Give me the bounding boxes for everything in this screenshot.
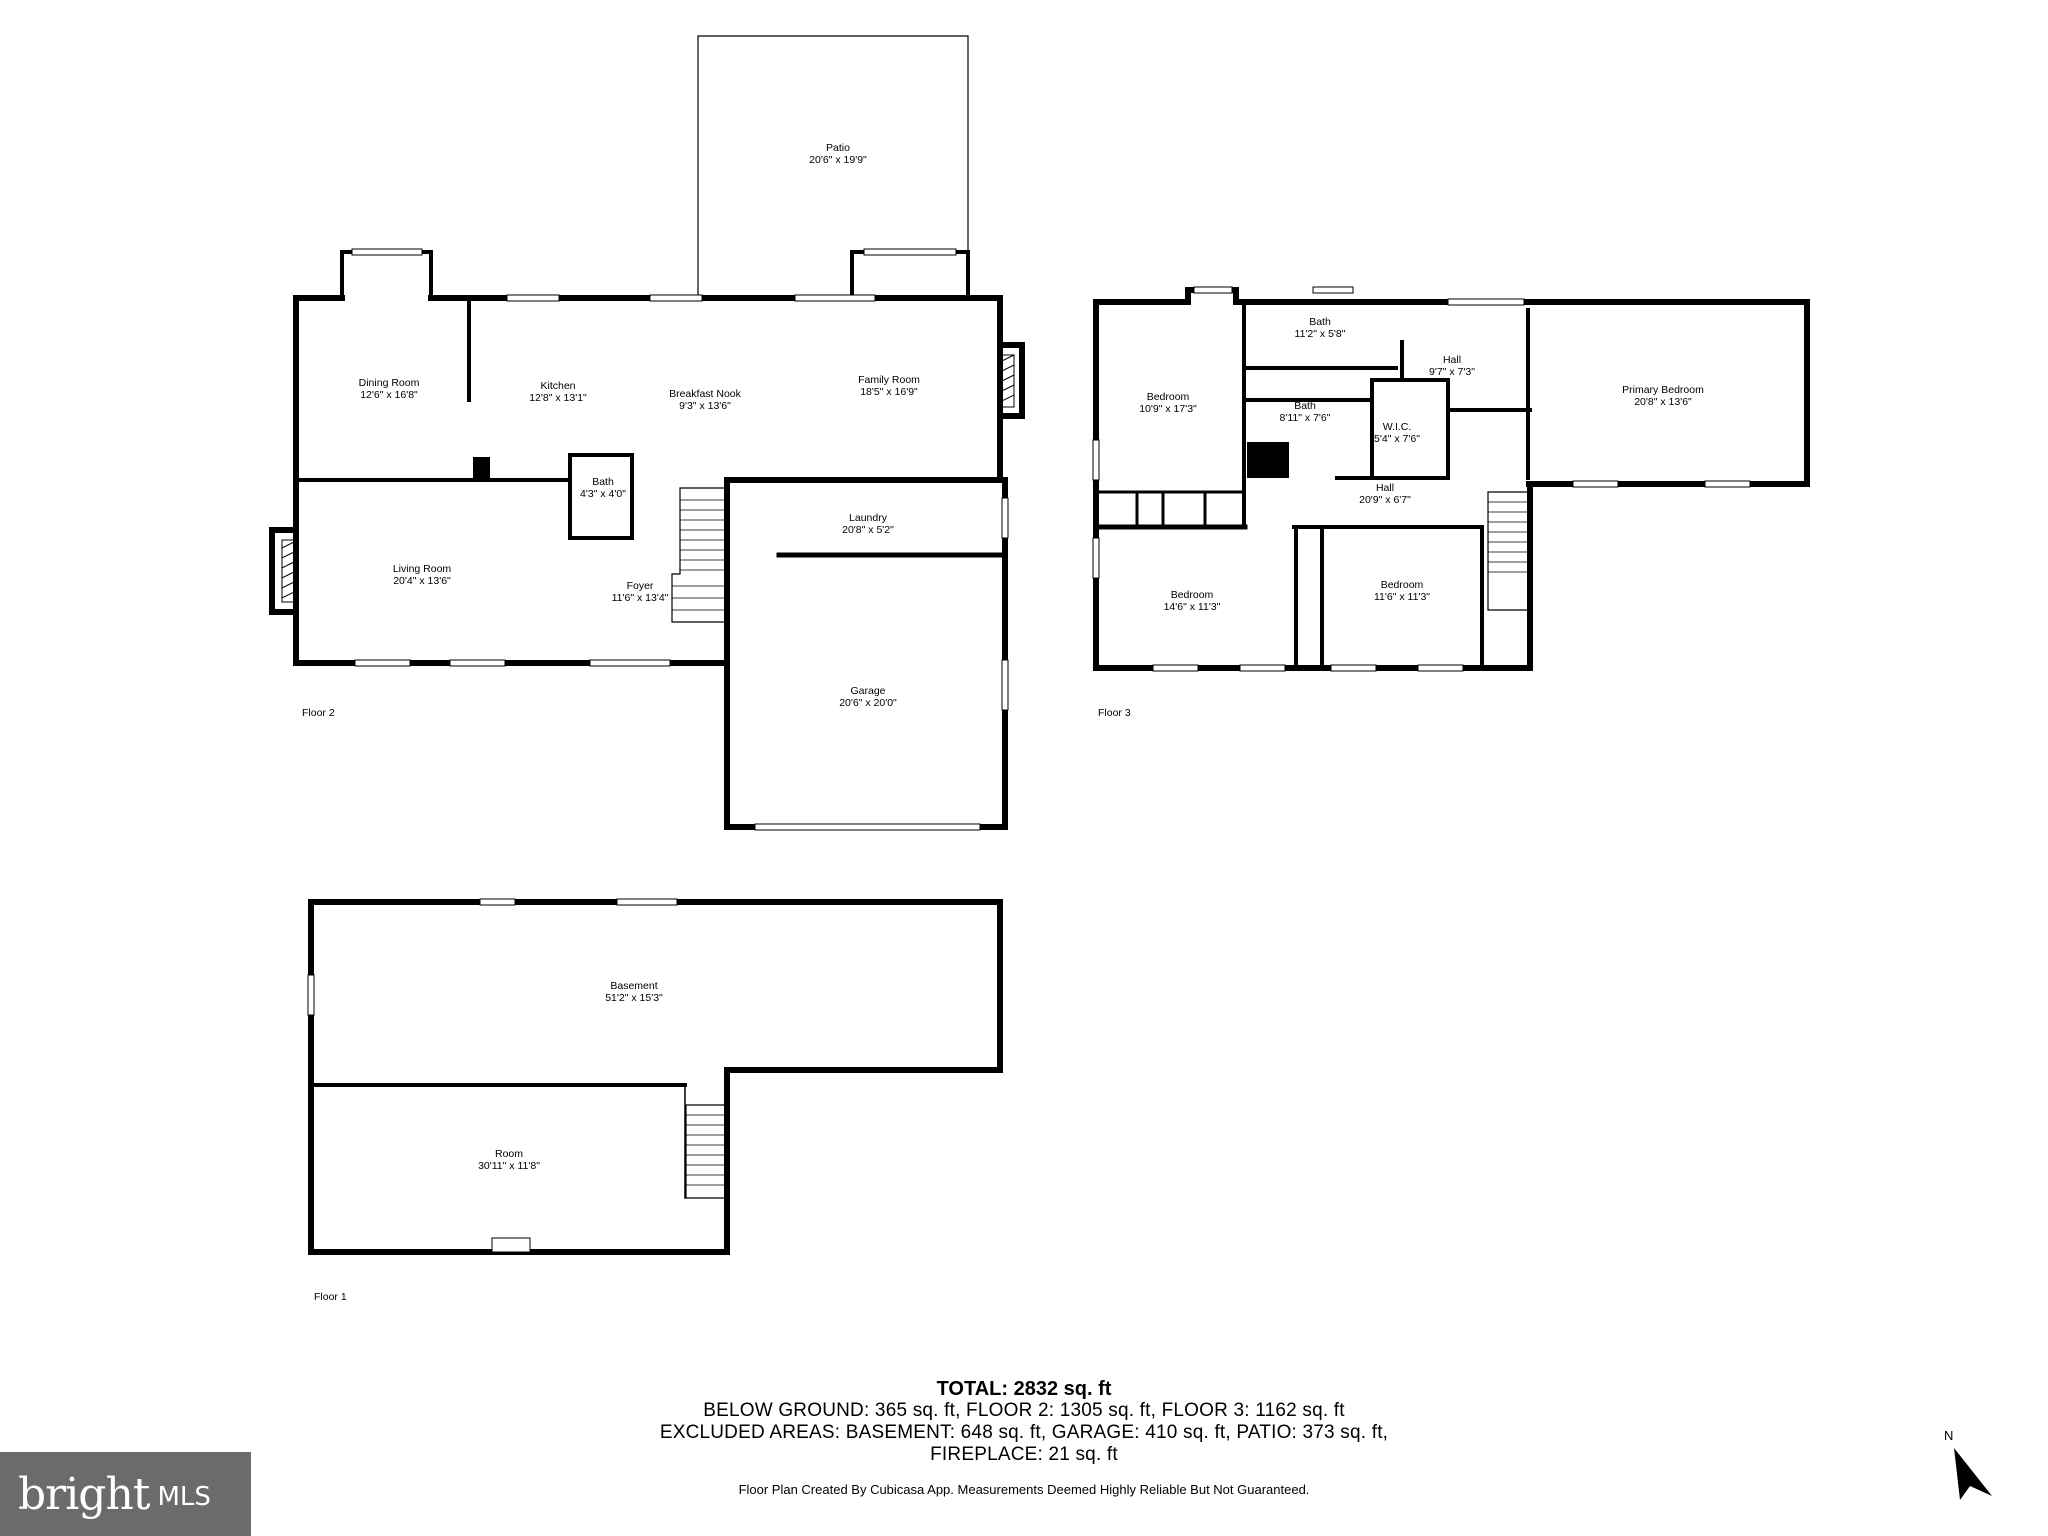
room-name-nook: Breakfast Nook xyxy=(669,388,742,400)
fireplace-hatches xyxy=(281,354,1015,603)
room-name-room: Room xyxy=(495,1148,523,1160)
room-dim-foyer: 11'6" x 13'4" xyxy=(612,592,669,604)
floor2-windows xyxy=(351,248,1009,831)
bright-mls-logo: bright MLS xyxy=(0,1452,251,1536)
room-dim-room: 30'11" x 11'8" xyxy=(478,1160,540,1172)
floor-label-2: Floor 2 xyxy=(302,707,335,719)
floor3-windows xyxy=(1092,286,1751,672)
room-dim-primary: 20'8" x 13'6" xyxy=(1634,396,1692,408)
room-dim-bath1: 11'2" x 5'8" xyxy=(1295,328,1346,340)
room-name-patio: Patio xyxy=(826,142,850,154)
total-area: TOTAL: 2832 sq. ft xyxy=(936,1378,1112,1400)
floor-label-1: Floor 1 xyxy=(314,1291,347,1303)
room-dim-patio: 20'6" x 19'9" xyxy=(809,154,867,166)
room-name-bath1: Bath xyxy=(1309,316,1331,328)
room-dim-garage: 20'6" x 20'0" xyxy=(839,697,897,709)
logo-suffix: MLS xyxy=(157,1482,211,1512)
floor1-windows xyxy=(307,898,678,1253)
room-name-bed2: Bedroom xyxy=(1171,589,1214,601)
north-arrow-icon: N xyxy=(1944,1428,1992,1500)
room-dim-bed2: 14'6" x 11'3" xyxy=(1164,601,1221,613)
room-dim-dining: 12'6" x 16'8" xyxy=(360,389,418,401)
area-summary: TOTAL: 2832 sq. ft BELOW GROUND: 365 sq.… xyxy=(0,1378,2048,1466)
room-name-bed1: Bedroom xyxy=(1147,391,1190,403)
room-name-primary: Primary Bedroom xyxy=(1622,384,1704,396)
floor3-chimney xyxy=(1247,442,1289,478)
room-dim-family: 18'5" x 16'9" xyxy=(860,386,918,398)
room-name-garage: Garage xyxy=(850,685,885,697)
room-name-hall1: Hall xyxy=(1443,354,1461,366)
room-name-bath2: Bath xyxy=(1294,400,1316,412)
room-dim-kitchen: 12'8" x 13'1" xyxy=(529,392,587,404)
room-name-dining: Dining Room xyxy=(359,377,420,389)
room-dim-hall2: 20'9" x 6'7" xyxy=(1359,494,1411,506)
floor2-column xyxy=(473,457,490,481)
compass-label: N xyxy=(1944,1428,1953,1443)
room-name-living: Living Room xyxy=(393,563,452,575)
floor1-walls xyxy=(308,899,1003,1255)
disclaimer-text: Floor Plan Created By Cubicasa App. Meas… xyxy=(738,1482,1310,1497)
room-dim-bed1: 10'9" x 17'3" xyxy=(1139,403,1197,415)
room-dim-wic: 5'4" x 7'6" xyxy=(1374,433,1420,445)
room-name-bath: Bath xyxy=(592,476,614,488)
room-name-wic: W.I.C. xyxy=(1383,421,1412,433)
room-dim-bed3: 11'6" x 11'3" xyxy=(1374,591,1430,603)
area-line-3: FIREPLACE: 21 sq. ft xyxy=(930,1444,1118,1465)
room-name-family: Family Room xyxy=(858,374,920,386)
area-line-2: EXCLUDED AREAS: BASEMENT: 648 sq. ft, GA… xyxy=(659,1422,1389,1443)
room-name-bed3: Bedroom xyxy=(1381,579,1424,591)
room-name-laundry: Laundry xyxy=(849,512,888,524)
floor2-walls xyxy=(269,35,1025,830)
room-dim-basement: 51'2" x 15'3" xyxy=(605,992,663,1004)
room-dim-living: 20'4" x 13'6" xyxy=(393,575,451,587)
room-dim-hall1: 9'7" x 7'3" xyxy=(1429,366,1475,378)
room-name-foyer: Foyer xyxy=(627,580,654,592)
floor-label-3: Floor 3 xyxy=(1098,707,1131,719)
room-dim-bath: 4'3" x 4'0" xyxy=(580,488,626,500)
logo-word: bright xyxy=(18,1468,150,1520)
room-name-basement: Basement xyxy=(610,980,657,992)
room-dim-bath2: 8'11" x 7'6" xyxy=(1280,412,1331,424)
room-dim-nook: 9'3" x 13'6" xyxy=(679,400,731,412)
room-name-kitchen: Kitchen xyxy=(540,380,575,392)
room-name-hall2: Hall xyxy=(1376,482,1394,494)
room-dim-laundry: 20'8" x 5'2" xyxy=(842,524,894,536)
area-line-1: BELOW GROUND: 365 sq. ft, FLOOR 2: 1305 … xyxy=(703,1400,1345,1421)
